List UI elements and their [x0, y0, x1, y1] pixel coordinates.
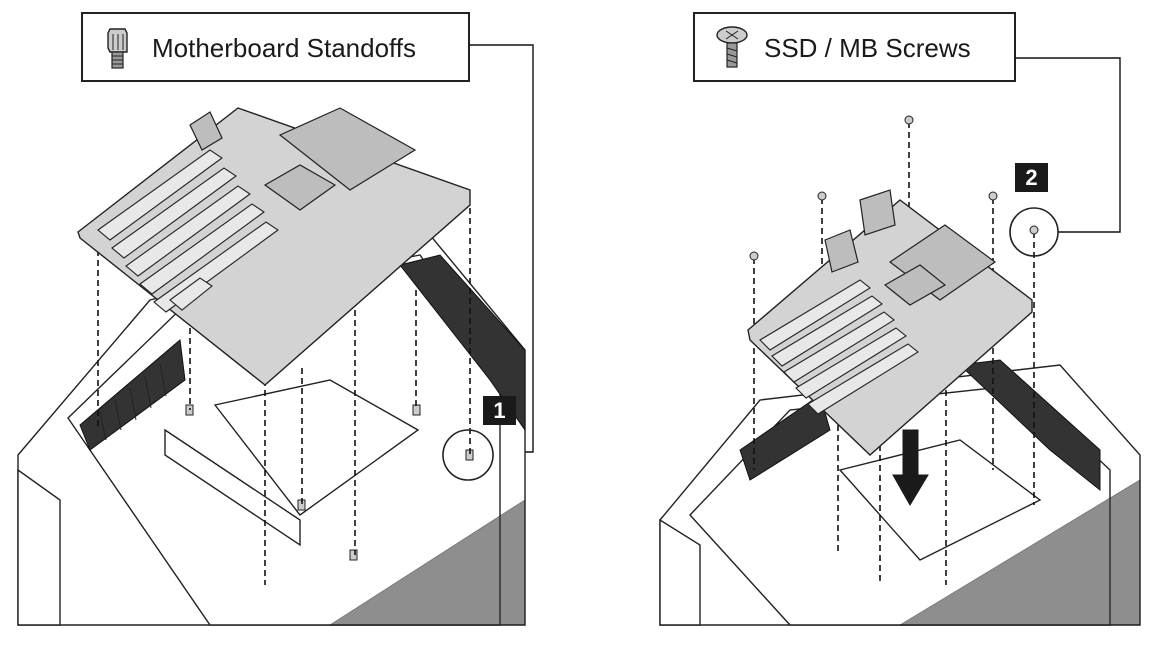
svg-text:1: 1	[493, 398, 505, 423]
install-arrow	[892, 429, 929, 506]
right-chassis	[659, 359, 1141, 626]
standoff-icon	[107, 28, 128, 69]
screws-label: SSD / MB Screws	[764, 33, 971, 63]
left-motherboard	[77, 107, 471, 386]
right-motherboard	[747, 189, 1033, 456]
standoffs-label: Motherboard Standoffs	[152, 33, 416, 63]
svg-text:2: 2	[1025, 165, 1037, 190]
left-pcie-slots	[97, 149, 279, 313]
callout-circle-2	[1009, 207, 1059, 257]
right-panel: SSD / MB Screws	[659, 12, 1141, 626]
step-badge-2: 2	[1015, 163, 1048, 192]
expansion-brackets	[79, 339, 186, 451]
right-pcie-slots	[759, 279, 919, 415]
standoffs-label-box: Motherboard Standoffs	[81, 12, 470, 82]
left-alignment-lines	[97, 208, 471, 585]
callout-line-2	[1015, 57, 1121, 233]
screws-label-box: SSD / MB Screws	[693, 12, 1016, 82]
left-panel: Motherboard Standoffs	[17, 12, 534, 626]
callout-circle-1	[442, 429, 494, 481]
step-badge-1: 1	[483, 396, 516, 425]
screw-icon	[716, 26, 748, 68]
